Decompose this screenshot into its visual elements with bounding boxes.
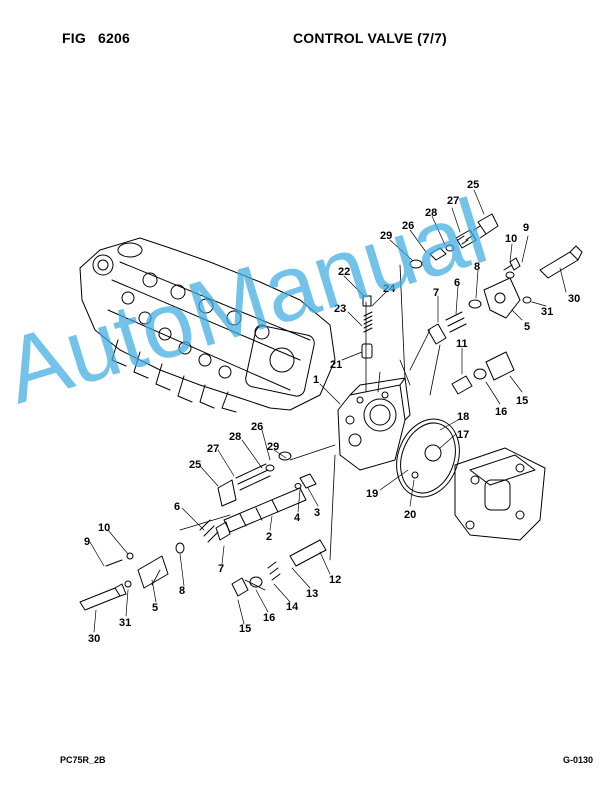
end-cover-block	[454, 447, 546, 541]
callout-4: 4	[294, 512, 301, 524]
footer-page-code: G-0130	[563, 755, 594, 765]
upper-middle-parts	[427, 277, 521, 345]
valve-body	[337, 377, 411, 471]
callout-12: 12	[329, 574, 341, 586]
callout-14: 14	[286, 601, 299, 613]
footer-model: PC75R_2B	[60, 755, 106, 765]
callout-28-left: 28	[229, 431, 241, 443]
callout-3: 3	[314, 507, 320, 519]
callout-labels: 25 27 28 26 29 9 10 30 22 24 8 6 7 5 31 …	[84, 179, 580, 645]
callout-23: 23	[334, 303, 346, 315]
callout-5-top: 5	[524, 321, 530, 333]
control-valve-assembly	[79, 237, 336, 413]
callout-28-top: 28	[425, 207, 437, 219]
callout-29-top: 29	[380, 230, 392, 242]
callout-11: 11	[456, 338, 468, 350]
callout-1: 1	[313, 374, 319, 386]
left-spool-parts	[217, 451, 317, 533]
callout-26-top: 26	[402, 220, 414, 232]
callout-10-left: 10	[98, 522, 110, 534]
figure-number: 6206	[98, 30, 130, 46]
leader-lines	[151, 264, 441, 591]
callout-21: 21	[330, 359, 342, 371]
callout-30-top: 30	[568, 293, 580, 305]
callout-20: 20	[404, 509, 416, 521]
callout-6-top: 6	[454, 277, 460, 289]
callout-17: 17	[457, 429, 469, 441]
callout-8-left: 8	[179, 585, 185, 597]
callout-7-left: 7	[218, 563, 224, 575]
callout-2: 2	[266, 531, 272, 543]
callout-16-bottom: 16	[263, 612, 275, 624]
callout-16-right: 16	[495, 406, 507, 418]
figure-label: FIG	[62, 30, 86, 46]
callout-9-top: 9	[523, 222, 529, 234]
upper-right-parts	[409, 213, 583, 304]
lower-left-parts	[79, 519, 231, 611]
callout-29-left: 29	[267, 441, 279, 453]
figure-title: CONTROL VALVE (7/7)	[293, 30, 447, 46]
callout-27-top: 27	[447, 195, 459, 207]
callout-31-top: 31	[541, 306, 553, 318]
right-middle-parts	[451, 351, 515, 395]
callout-31-bottom: 31	[119, 617, 131, 629]
gasket-plate	[396, 418, 460, 498]
callout-26-left: 26	[251, 421, 263, 433]
callout-25-left: 25	[189, 459, 201, 471]
callout-15-bottom: 15	[239, 623, 251, 635]
callout-13: 13	[306, 588, 318, 600]
lower-spool-parts	[231, 539, 327, 597]
check-valve-parts	[361, 295, 373, 359]
callout-30-bottom: 30	[88, 633, 100, 645]
callout-25-top: 25	[467, 179, 479, 191]
callout-18: 18	[457, 411, 469, 423]
callout-9-left: 9	[84, 536, 90, 548]
callout-15-right: 15	[516, 395, 528, 407]
callout-leaders	[89, 189, 567, 633]
callout-24: 24	[383, 283, 396, 295]
callout-27-left: 27	[207, 443, 219, 455]
callout-22: 22	[338, 266, 350, 278]
callout-10-top: 10	[505, 233, 517, 245]
callout-8-top: 8	[474, 261, 480, 273]
callout-5-left: 5	[152, 602, 158, 614]
callout-6-left: 6	[174, 501, 180, 513]
callout-7-top: 7	[433, 287, 439, 299]
callout-19: 19	[366, 488, 378, 500]
